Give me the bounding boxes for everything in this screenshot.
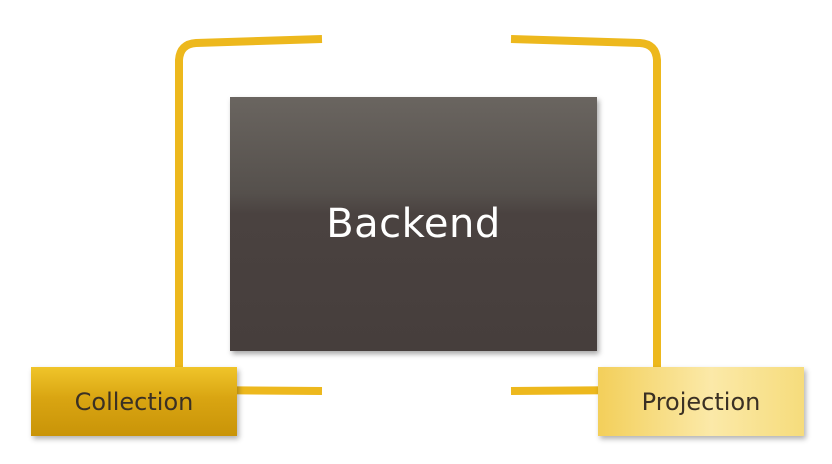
projection-tag: Projection — [598, 367, 804, 436]
collection-tag: Collection — [31, 367, 237, 436]
backend-box: Backend — [230, 97, 597, 351]
collection-label: Collection — [74, 387, 194, 416]
backend-label: Backend — [326, 201, 501, 247]
projection-label: Projection — [641, 387, 761, 416]
